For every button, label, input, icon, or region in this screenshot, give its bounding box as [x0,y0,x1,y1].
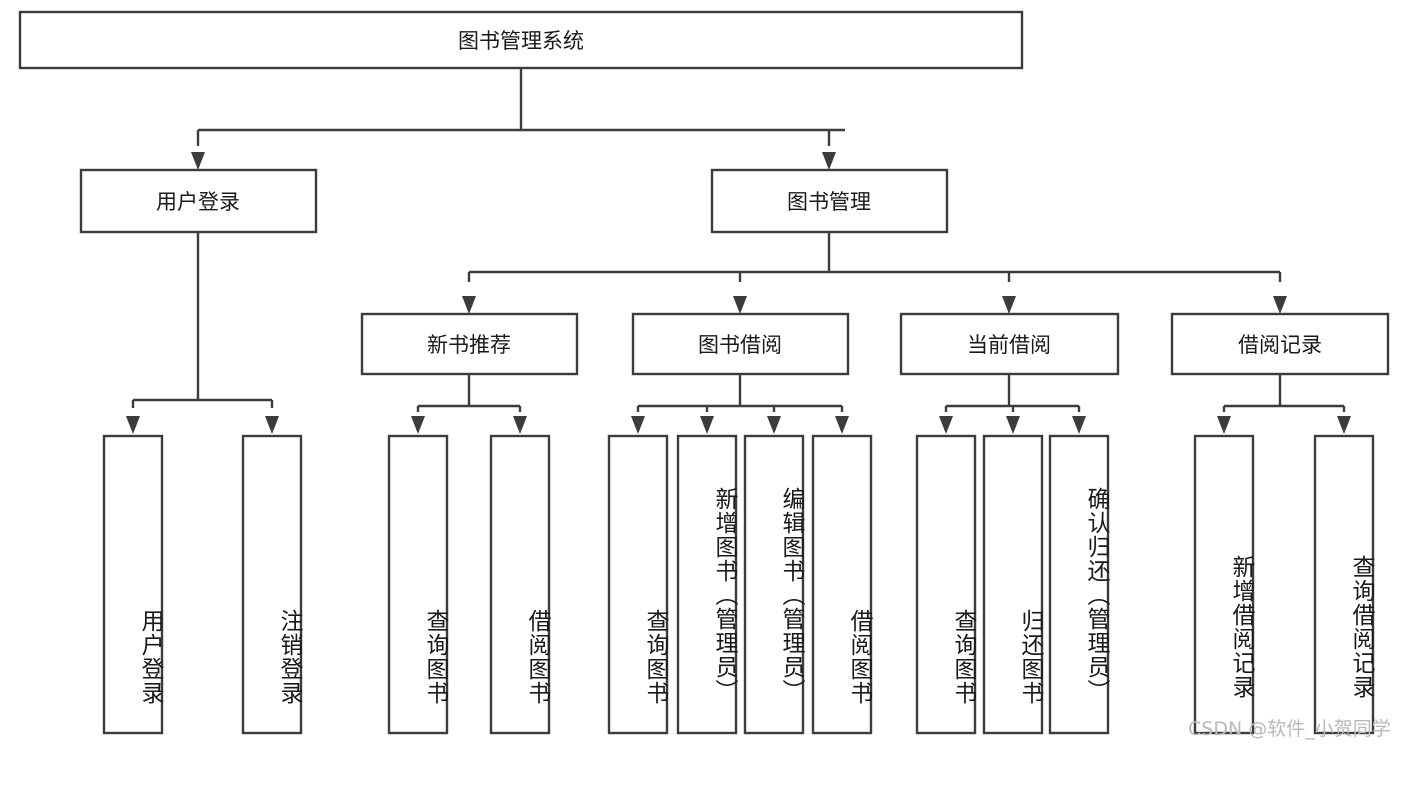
node-root-label: 图书管理系统 [458,29,584,53]
leaf-box-7[interactable] [811,434,873,735]
leaf-box-8[interactable] [915,434,977,735]
watermark-text: CSDN @软件_小贺同学 [1188,718,1391,740]
leaf-box-0[interactable] [102,434,164,735]
arrow-icon [462,296,476,314]
arrow-icon [1002,296,1016,314]
node-level2-1-label: 图书管理 [787,190,871,214]
arrow-icon [631,416,645,434]
leaf-box-11[interactable] [1193,434,1255,735]
tree-diagram: 图书管理系统 用户登录 图书管理 新书推荐 图书借阅 当前借阅 借阅记录 [18,10,1390,735]
node-level3-0[interactable]: 新书推荐 [360,312,579,376]
node-level2-0[interactable]: 用户登录 [79,168,318,234]
arrow-icon [411,416,425,434]
node-level3-2-label: 当前借阅 [967,333,1051,357]
arrow-icon [1217,416,1231,434]
node-level3-1-label: 图书借阅 [698,333,782,357]
leaf-box-3[interactable] [489,434,551,735]
arrow-icon [767,416,781,434]
arrow-icon [939,416,953,434]
arrow-icon [265,416,279,434]
connector-borrow-to-leaves [636,374,844,412]
leaf-box-10[interactable] [1048,434,1110,735]
connector-record-to-leaves [1222,374,1346,412]
node-level2-0-label: 用户登录 [156,190,240,214]
arrow-icon [1273,296,1287,314]
leaf-box-12[interactable] [1313,434,1375,735]
arrow-icon [513,416,527,434]
connector-root-to-level2 [196,68,845,146]
leaf-box-4[interactable] [607,434,669,735]
connector-newbook-to-leaves [416,374,522,412]
leaf-box-6[interactable] [743,434,805,735]
node-root[interactable]: 图书管理系统 [18,10,1024,70]
diagram-canvas: 图书管理系统 用户登录 图书管理 新书推荐 图书借阅 当前借阅 借阅记录 [18,10,1391,740]
node-level2-1[interactable]: 图书管理 [710,168,949,234]
arrow-icon [191,152,205,170]
leaf-box-5[interactable] [676,434,738,735]
leaf-box-1[interactable] [241,434,303,735]
node-level3-2[interactable]: 当前借阅 [899,312,1120,376]
arrow-icon [1072,416,1086,434]
node-level3-3-label: 借阅记录 [1238,333,1322,357]
connector-userlogin-to-leaves [131,232,274,408]
arrow-icon [700,416,714,434]
arrow-icon [822,152,836,170]
connector-current-to-leaves [944,374,1081,412]
arrow-icon [835,416,849,434]
arrow-icon [1337,416,1351,434]
arrow-icon [126,416,140,434]
node-level3-0-label: 新书推荐 [427,333,511,357]
arrow-icon [1006,416,1020,434]
node-level3-3[interactable]: 借阅记录 [1170,312,1390,376]
node-level3-1[interactable]: 图书借阅 [631,312,850,376]
leaf-box-2[interactable] [387,434,449,735]
connector-bookmgmt-to-level3 [467,232,1282,282]
arrow-icon [733,296,747,314]
leaf-box-9[interactable] [982,434,1044,735]
